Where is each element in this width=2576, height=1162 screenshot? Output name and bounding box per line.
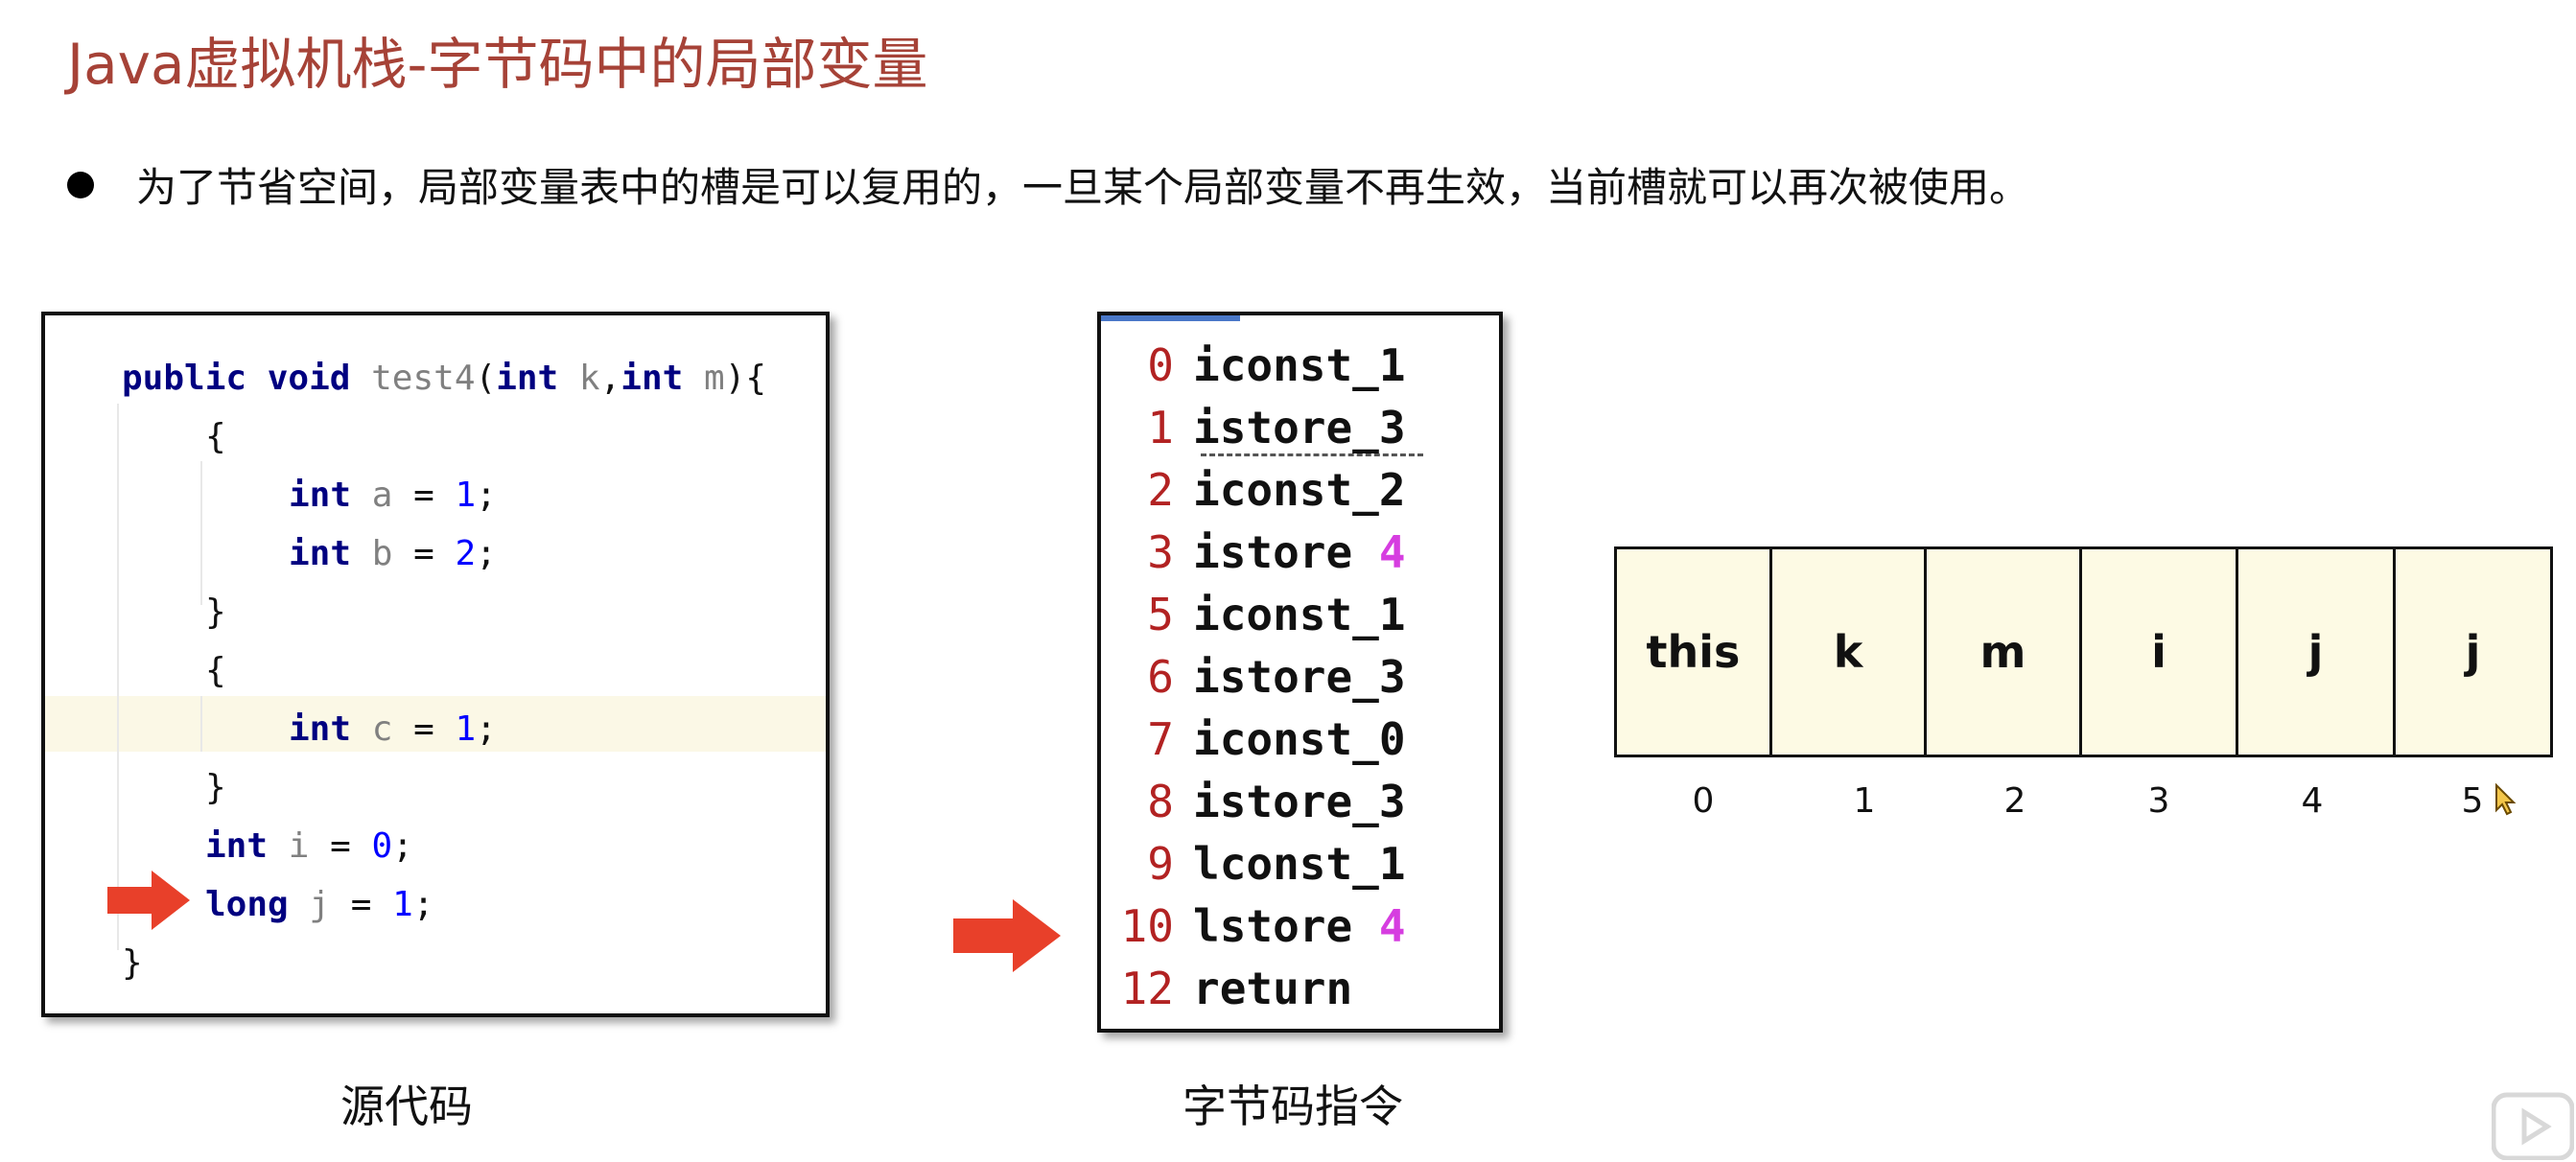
lvt-slot-4: j bbox=[2236, 546, 2396, 757]
code-line-block-close: } bbox=[205, 593, 226, 632]
bytecode-caption: 字节码指令 bbox=[1183, 1081, 1403, 1132]
lvt-slot-5: j bbox=[2393, 546, 2553, 757]
indent-guide bbox=[200, 696, 202, 752]
bytecode-panel-tab-indicator bbox=[1101, 315, 1240, 321]
source-code-caption: 源代码 bbox=[340, 1081, 473, 1132]
bullet-point: 为了节省空间，局部变量表中的槽是可以复用的，一旦某个局部变量不再生效，当前槽就可… bbox=[67, 155, 2029, 214]
lvt-index-4: 4 bbox=[2301, 781, 2324, 821]
lvt-index-5: 5 bbox=[2461, 781, 2484, 821]
current-line-arrow-icon bbox=[107, 871, 190, 930]
code-line-block-open: { bbox=[205, 651, 226, 690]
current-instruction-arrow-icon bbox=[953, 899, 1061, 972]
play-overlay-icon[interactable] bbox=[2492, 1091, 2574, 1160]
lvt-index-0: 0 bbox=[1692, 781, 1715, 821]
code-line-long-j: long j = 1; bbox=[205, 885, 434, 924]
code-line-int-b: int b = 2; bbox=[289, 534, 497, 573]
indent-guide bbox=[200, 461, 202, 605]
bullet-text: 为了节省空间，局部变量表中的槽是可以复用的，一旦某个局部变量不再生效，当前槽就可… bbox=[136, 164, 2030, 211]
code-line-int-i: int i = 0; bbox=[205, 826, 413, 866]
dashed-underline bbox=[1201, 453, 1423, 456]
lvt-slot-3: i bbox=[2079, 546, 2238, 757]
bullet-dot-icon bbox=[67, 171, 94, 198]
indent-guide bbox=[117, 404, 119, 950]
lvt-index-1: 1 bbox=[1853, 781, 1876, 821]
lvt-slot-1: k bbox=[1769, 546, 1927, 757]
code-line-block-close: } bbox=[205, 768, 226, 807]
current-line-highlight bbox=[45, 696, 826, 752]
lvt-slot-2: m bbox=[1924, 546, 2082, 757]
lvt-index-2: 2 bbox=[2003, 781, 2026, 821]
code-line-method-close: } bbox=[122, 943, 143, 983]
code-line-block-open: { bbox=[205, 417, 226, 456]
code-line-int-c: int c = 1; bbox=[289, 709, 497, 749]
mouse-cursor-icon bbox=[2495, 783, 2517, 816]
lvt-slot-0: this bbox=[1614, 546, 1772, 757]
code-line-int-a: int a = 1; bbox=[289, 476, 497, 515]
slide-title: Java虚拟机栈-字节码中的局部变量 bbox=[67, 32, 928, 97]
lvt-index-3: 3 bbox=[2147, 781, 2170, 821]
code-line-method-signature: public void test4(int k,int m){ bbox=[122, 359, 767, 398]
